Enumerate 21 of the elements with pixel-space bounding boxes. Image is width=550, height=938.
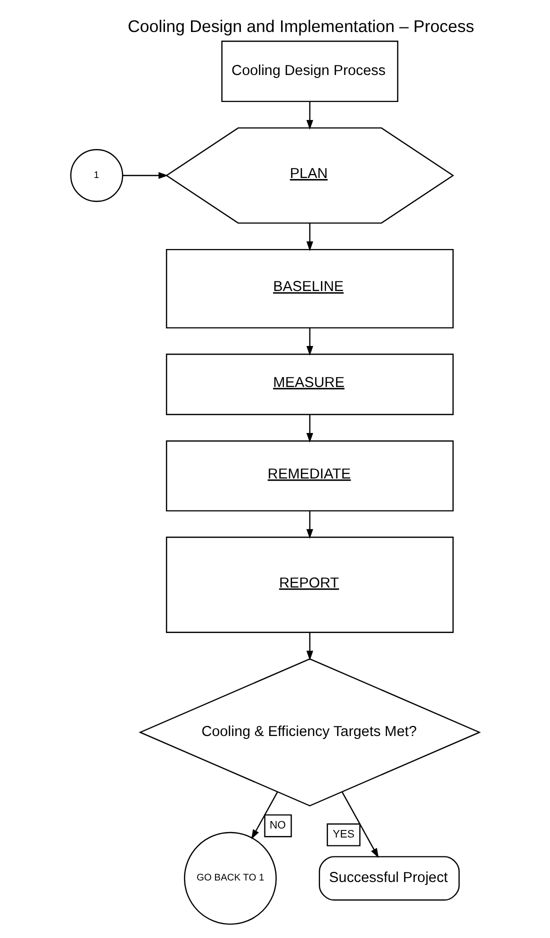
arrow bbox=[306, 632, 314, 660]
node-circle: GO BACK TO 1 bbox=[184, 832, 277, 925]
node-box: MEASURE bbox=[166, 354, 454, 416]
arrow bbox=[342, 792, 379, 858]
arrow bbox=[306, 414, 314, 443]
diagram-title: Cooling Design and Implementation – Process bbox=[128, 16, 474, 36]
node-diamond: Cooling & Efficiency Targets Met? bbox=[138, 658, 481, 806]
node-box: Successful Project bbox=[318, 856, 460, 901]
edge-label: NO bbox=[270, 819, 286, 832]
node-circle: 1 bbox=[70, 149, 124, 202]
node-box: REPORT bbox=[166, 536, 454, 633]
arrow bbox=[251, 792, 278, 840]
arrow bbox=[306, 510, 314, 539]
arrow bbox=[306, 102, 314, 130]
arrow bbox=[122, 172, 168, 179]
edge-label: YES bbox=[332, 828, 354, 841]
arrow bbox=[306, 223, 314, 252]
node-box: BASELINE bbox=[166, 248, 454, 328]
node-box: REMEDIATE bbox=[166, 440, 454, 512]
node-box: Cooling Design Process bbox=[221, 40, 398, 102]
arrow bbox=[306, 328, 314, 356]
